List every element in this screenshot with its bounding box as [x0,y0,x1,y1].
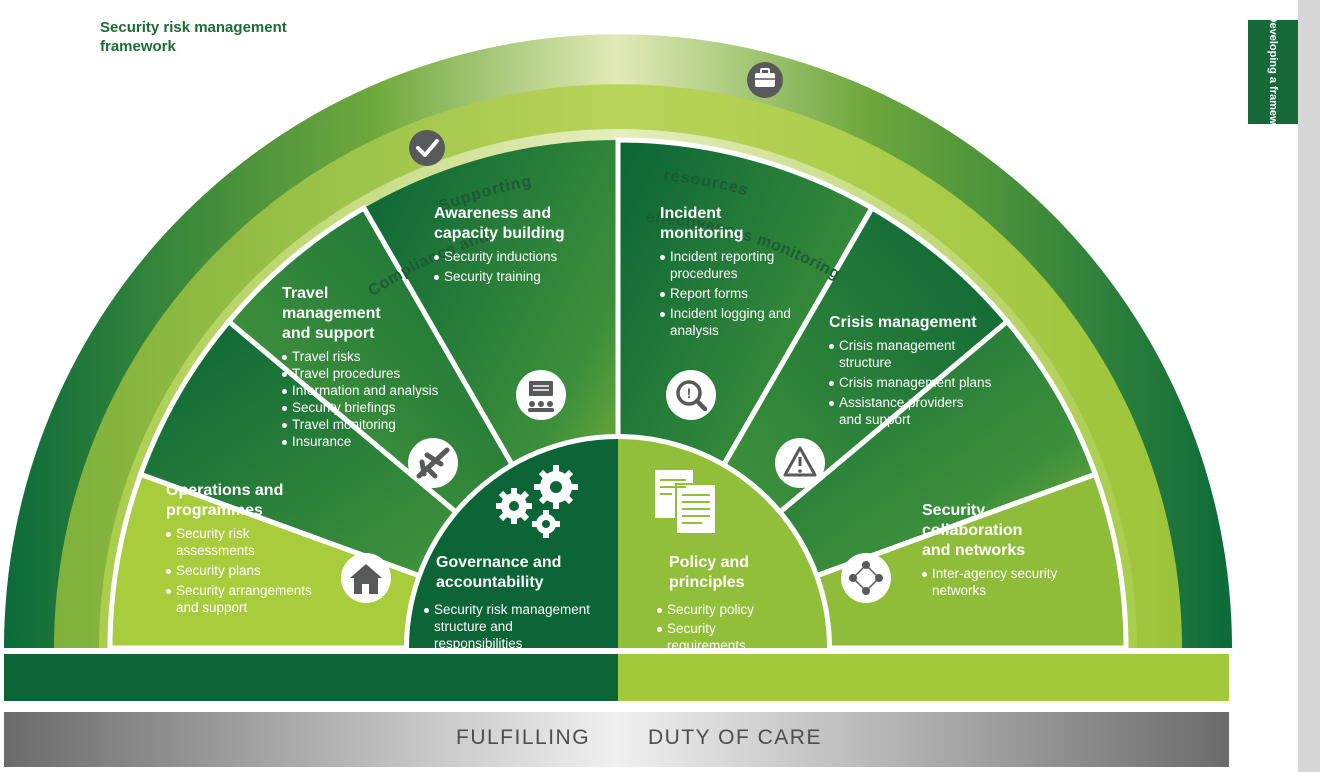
magnifier-chart-icon: ! [666,370,716,420]
segment-title: Travel management and support [282,285,381,342]
list-item: Security policy [657,601,767,618]
gears-icon [496,465,578,538]
section-tab[interactable]: 2. Developing a framework [1248,2,1298,142]
footer-text-left: FULFILLING [456,726,591,749]
base-left [4,651,618,701]
list-item: Travel risks [282,348,462,365]
list-item: Security risk assessments [166,525,266,559]
base-right [618,651,1229,701]
segment-operations-label: Operations and programmes Security risk … [166,481,346,619]
warning-icon [775,438,825,488]
segment-title: Crisis management [829,314,977,331]
segment-title: Incident monitoring [660,205,744,242]
list-item: Security requirements [657,620,767,654]
segment-awareness-label: Awareness and capacity building Security… [434,204,584,288]
core-policy-label: Policy and principles Security policy Se… [657,553,809,657]
segment-crisis-label: Crisis management Crisis management stru… [829,313,1009,431]
page-edge-strip [1298,0,1320,772]
house-icon [341,553,391,603]
list-item: Security arrangements and support [166,582,336,616]
airplane-icon [408,438,458,488]
list-item: Security training [434,268,584,285]
checkmark-icon [409,130,445,166]
svg-text:!: ! [687,385,692,401]
segment-incident-label: Incident monitoring Incident reporting p… [660,204,800,342]
page-title: Security risk management framework [100,19,287,55]
list-item: Inter-agency security networks [922,565,1072,599]
list-item: Security briefings [282,399,462,416]
list-item: Crisis management plans [829,374,1009,391]
list-item: Incident logging and analysis [660,305,800,339]
list-item: Security inductions [434,248,584,265]
list-item: Security plans [166,562,346,579]
documents-icon [655,470,717,535]
network-icon [841,553,891,603]
list-item: Incident reporting procedures [660,248,800,282]
list-item: Security risk management structure and r… [424,601,604,652]
list-item: Crisis management structure [829,337,979,371]
segment-title: Security collaboration and networks [922,502,1026,559]
segment-title: Operations and programmes [166,482,284,519]
list-item: Information and analysis [282,382,462,399]
core-governance-label: Governance and accountability Security r… [424,553,616,655]
list-item: Travel monitoring [282,416,462,433]
footer-bar [4,712,1229,767]
presentation-icon [516,370,566,420]
footer-text-right: DUTY OF CARE [648,726,822,749]
segment-collaboration-label: Security collaboration and networks Inte… [922,501,1072,602]
segment-title: Awareness and capacity building [434,205,565,242]
list-item: Report forms [660,285,800,302]
core-title: Governance and accountability [436,554,562,591]
briefcase-icon [747,62,783,98]
core-title: Policy and principles [669,554,750,591]
list-item: Insurance [282,433,462,450]
list-item: Travel procedures [282,365,462,382]
segment-travel-label: Travel management and support Travel ris… [282,284,462,450]
list-item: Assistance providers and support [829,394,989,428]
